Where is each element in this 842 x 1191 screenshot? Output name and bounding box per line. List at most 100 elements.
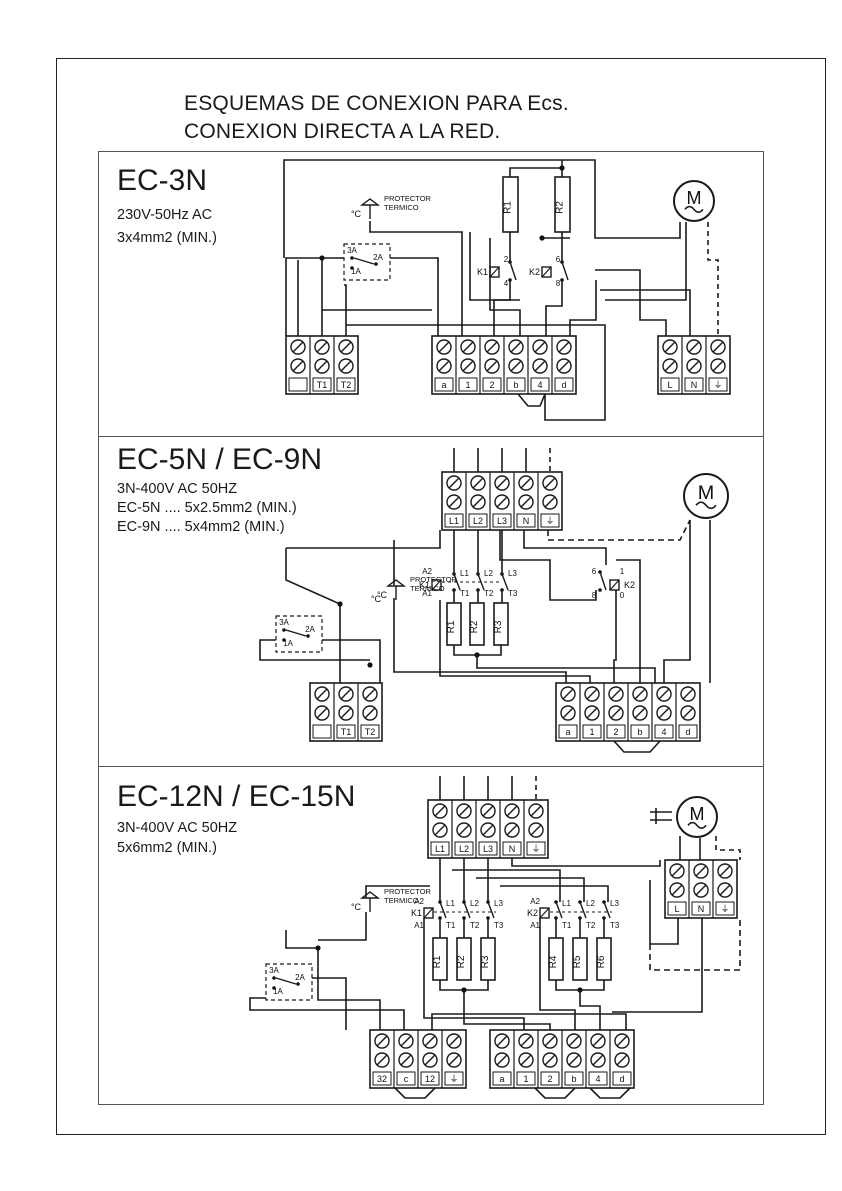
terminal-label: 2: [547, 1074, 552, 1084]
terminal-label-box: [420, 1071, 440, 1086]
terminal-label: T1: [341, 727, 352, 737]
diagram-label: 2: [504, 255, 509, 264]
terminal-label-box: [430, 841, 450, 856]
diagram-label: A2: [422, 567, 432, 576]
panel-ec-12n-15n: EC-12N / EC-15N 3N-400V AC 50HZ 5x6mm2 (…: [98, 766, 764, 1105]
wire: [259, 639, 370, 661]
screw-slot: [316, 360, 328, 372]
screw-slot: [558, 341, 570, 353]
terminal-label: 32: [377, 1074, 387, 1084]
thermostat-frame: [343, 243, 391, 281]
terminal-label-box: [312, 377, 332, 392]
wire: [589, 1087, 631, 1099]
protector-label: TERMICO: [410, 584, 445, 593]
screw-slot: [482, 824, 494, 836]
terminal-label-box: [588, 1071, 608, 1086]
wire: [613, 740, 661, 753]
thermal-protector-icon: [359, 198, 381, 206]
terminal-label: L2: [473, 516, 483, 526]
screw-slot: [658, 707, 670, 719]
diagram-label: 8: [556, 279, 561, 288]
screw-slot: [658, 688, 670, 700]
spec-line: 5x6mm2 (MIN.): [117, 840, 217, 856]
screw-slot: [586, 688, 598, 700]
relay-label: K1: [419, 580, 430, 590]
screw-slot: [520, 496, 532, 508]
wire: [344, 284, 347, 336]
terminal-label-box: [482, 377, 502, 392]
spec-line: 3N-400V AC 50HZ: [117, 820, 238, 836]
resistor-label: R4: [548, 955, 559, 968]
wire: [545, 280, 563, 336]
terminal-label: a: [565, 727, 570, 737]
screw-slot: [434, 805, 446, 817]
contact-point: [350, 266, 354, 270]
wire: [707, 222, 719, 336]
terminal-label-box: [564, 1071, 584, 1086]
screw-slot: [496, 1035, 508, 1047]
terminal-label: T2: [365, 727, 376, 737]
relay-label: K1: [411, 908, 422, 918]
terminal-label: N: [509, 844, 516, 854]
screw-slot: [506, 805, 518, 817]
wire: [431, 1013, 627, 1030]
relay-coil-mark: [539, 907, 550, 919]
diagram-label: 1: [620, 567, 625, 576]
screw-slot: [458, 805, 470, 817]
screw-slot: [544, 1035, 556, 1047]
wire: [394, 1087, 436, 1099]
contact-point: [306, 634, 310, 638]
wire: [613, 590, 617, 683]
screw-slot: [424, 1035, 436, 1047]
terminal-label: 1: [589, 727, 594, 737]
screw-slot: [520, 1035, 532, 1047]
protector-label: PROTECTOR: [384, 887, 432, 896]
screw-slot: [364, 707, 376, 719]
terminal-label-box: [660, 377, 680, 392]
terminal-label-box: [540, 1071, 560, 1086]
terminal-label: ⏚: [720, 904, 729, 914]
panel-title: EC-12N / EC-15N: [117, 780, 356, 813]
terminal-label: c: [404, 1074, 409, 1084]
protector-label: TERMICO: [384, 896, 419, 905]
terminal-label-box: [288, 377, 308, 392]
diagram-label: L2: [484, 569, 493, 578]
unit-label: °C: [351, 209, 362, 219]
wire: [369, 221, 463, 336]
wire: [579, 990, 601, 1030]
terminal-label-box: [458, 377, 478, 392]
contact-blade: [561, 261, 569, 281]
terminal-label: L: [674, 904, 679, 914]
terminal-label: N: [523, 516, 530, 526]
terminal-label: a: [441, 380, 446, 390]
wire: [469, 232, 520, 301]
wire: [318, 912, 367, 941]
contact-blade: [555, 901, 563, 919]
screw-slot: [510, 360, 522, 372]
diagram-label: 6: [592, 567, 597, 576]
wire: [463, 990, 551, 1030]
terminal-label: L3: [497, 516, 507, 526]
terminal-label: N: [698, 904, 705, 914]
terminal-label: 4: [595, 1074, 600, 1084]
screw-slot: [695, 865, 707, 877]
wire: [595, 269, 667, 336]
screw-slot: [448, 496, 460, 508]
wire: [312, 977, 347, 1030]
wire: [476, 877, 585, 902]
resistor-label: R5: [572, 955, 583, 968]
unit-label: °C: [377, 590, 388, 600]
junction-dot: [367, 662, 373, 668]
diagram-label: 0: [620, 591, 625, 600]
terminal-label: L1: [449, 516, 459, 526]
screw-slot: [534, 341, 546, 353]
terminal-label-box: [516, 1071, 536, 1086]
terminal-label: 1: [523, 1074, 528, 1084]
diagram-label: T1: [460, 589, 470, 598]
screw-slot: [316, 688, 328, 700]
thermostat-switch: [353, 257, 375, 265]
wire: [534, 1087, 576, 1099]
diagram-label: L3: [508, 569, 517, 578]
